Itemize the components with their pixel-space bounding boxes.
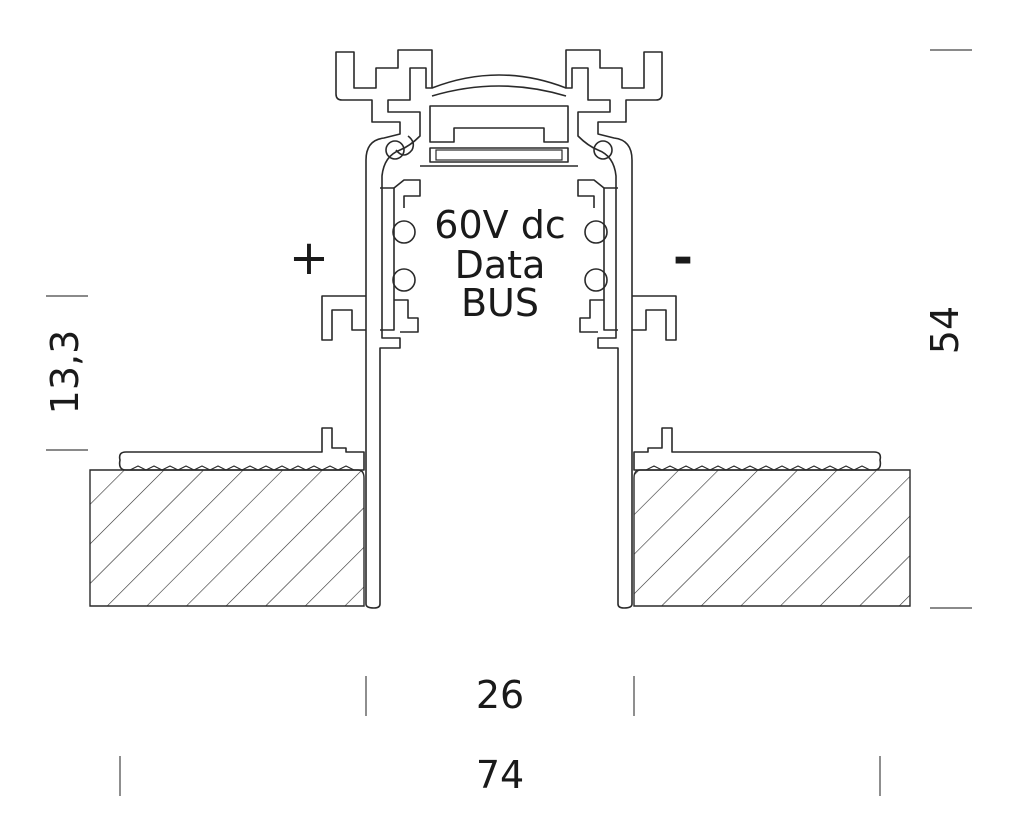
height-dimension: 54 bbox=[923, 49, 972, 609]
left-profile-wall bbox=[321, 49, 433, 609]
left-flange bbox=[118, 427, 365, 471]
side-height-dimension: 13,3 bbox=[43, 295, 88, 451]
minus-polarity-label: - bbox=[673, 230, 693, 286]
left-wall-section bbox=[89, 469, 365, 607]
side-height-dimension-label: 13,3 bbox=[43, 330, 87, 415]
top-bridge bbox=[420, 74, 578, 167]
data-label: Data bbox=[455, 243, 546, 287]
right-profile-wall bbox=[565, 49, 677, 609]
bus-label: BUS bbox=[461, 281, 539, 325]
inner-width-dimension: 26 bbox=[365, 673, 635, 717]
plus-polarity-label: + bbox=[289, 230, 329, 286]
right-wall-section bbox=[633, 469, 911, 607]
total-width-dimension-label: 74 bbox=[476, 753, 524, 797]
total-width-dimension: 74 bbox=[119, 753, 881, 797]
right-flange bbox=[633, 427, 882, 471]
inner-width-dimension-label: 26 bbox=[476, 673, 524, 717]
voltage-label: 60V dc bbox=[434, 203, 565, 247]
height-dimension-label: 54 bbox=[923, 306, 967, 354]
